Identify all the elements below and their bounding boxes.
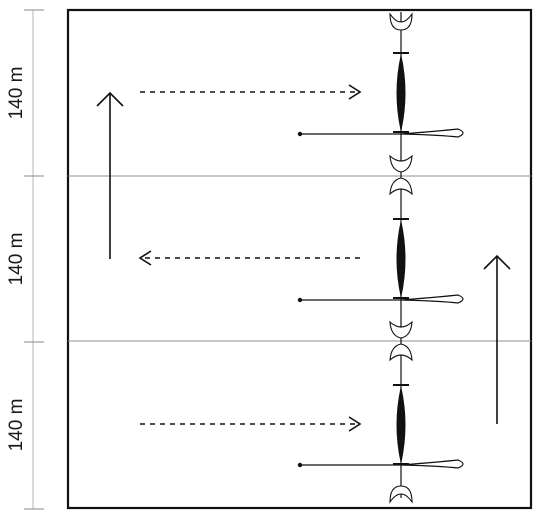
anchor-dot	[297, 297, 303, 303]
dimension-ruler: 140 m 140 m 140 m	[6, 9, 44, 510]
area-frame	[66, 8, 533, 510]
dashed-arrow-left-middle	[138, 250, 360, 266]
anchor-dot	[297, 131, 303, 137]
up-arrow-right	[483, 254, 511, 424]
tether	[300, 294, 464, 304]
spindle-body	[396, 55, 406, 131]
up-arrow-left	[96, 91, 124, 259]
buoy-pair-lower	[389, 320, 413, 362]
buoy-top	[389, 12, 413, 31]
anchor-dot	[297, 462, 303, 468]
buoy-pair-upper	[389, 154, 413, 196]
spindle-body	[396, 387, 406, 463]
tether	[300, 128, 464, 138]
tether	[300, 459, 464, 469]
dimension-label-bottom: 140 m	[6, 399, 27, 452]
spindle-body	[396, 221, 406, 297]
buoy-bottom	[389, 485, 413, 504]
dimension-label-top: 140 m	[6, 67, 27, 120]
turbine-module-3	[297, 384, 464, 469]
turbine-module-1	[297, 52, 464, 138]
turbine-module-2	[297, 218, 464, 304]
dashed-arrow-right-top	[140, 84, 362, 100]
dimension-label-middle: 140 m	[6, 233, 27, 286]
dashed-arrow-right-bottom	[140, 416, 362, 432]
